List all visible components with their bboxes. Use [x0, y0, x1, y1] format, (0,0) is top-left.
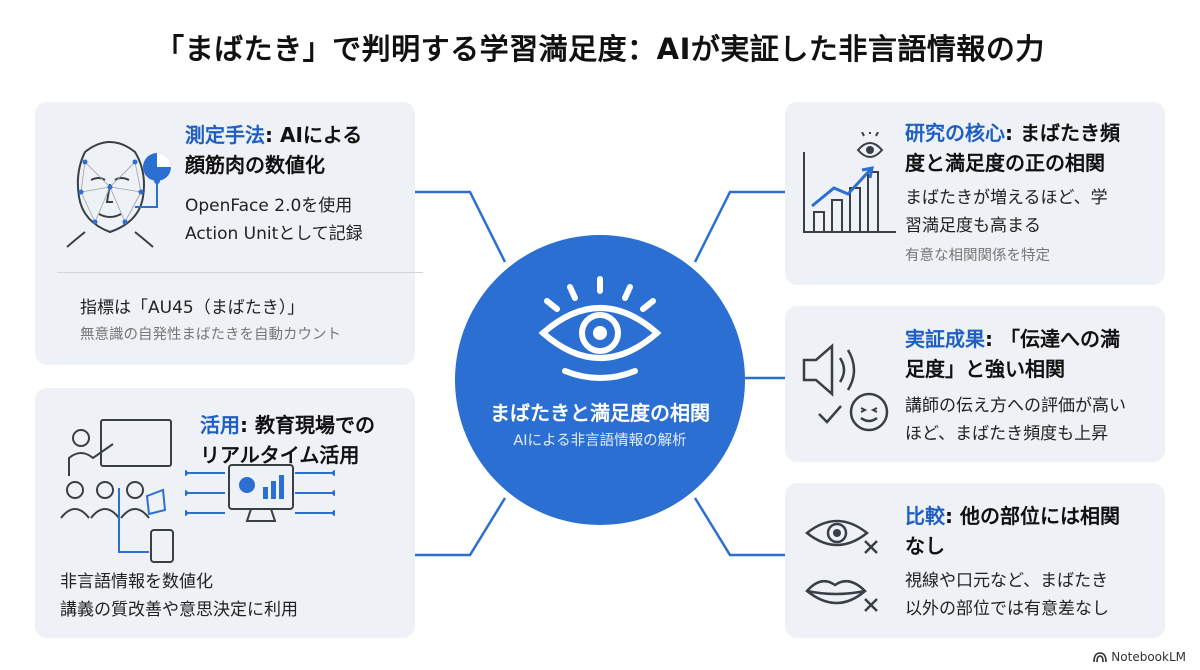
- speaker-icon: [802, 343, 856, 397]
- card-result: 実証成果: 「伝達への満 足度」と強い相関 講師の伝え方への評価が高い ほど、ま…: [785, 306, 1165, 462]
- lips-x-icon: [805, 579, 878, 612]
- card-application: 活用: 教育現場での リアルタイム活用 非言語情報を数値化 講義の質改善や意思決…: [35, 388, 415, 638]
- monitor-chart-icon: [185, 464, 335, 522]
- eye-icon: [538, 276, 662, 381]
- method-indicator-sub: 無意識の自発性まばたきを自動カウント: [80, 327, 341, 343]
- check-icon: [818, 405, 842, 424]
- eye-x-icon: [804, 519, 878, 554]
- core-body: まばたきが増えるほど、学 習満足度も高まる: [905, 188, 1108, 236]
- core-sub: 有意な相関関係を特定: [905, 248, 1050, 264]
- watermark: NotebookLM: [1093, 650, 1186, 664]
- connector-core: [693, 190, 785, 263]
- core-title: 研究の核心: まばたき頻 度と満足度の正の相関: [905, 121, 1120, 175]
- smile-icon: [849, 392, 889, 432]
- connector-application: [415, 497, 507, 557]
- face-mesh-icon: [66, 141, 154, 248]
- connector-compare: [693, 497, 785, 557]
- pie-chart-icon: [135, 153, 171, 208]
- tablet-icon: [118, 488, 174, 563]
- center-subtitle: AIによる非言語情報の解析: [513, 433, 687, 449]
- card-core: 研究の核心: まばたき頻 度と満足度の正の相関 まばたきが増えるほど、学 習満足…: [785, 102, 1165, 285]
- compare-title: 比較: 他の部位には相関 なし: [905, 504, 1120, 558]
- card-compare: 比較: 他の部位には相関 なし 視線や口元など、まばたき 以外の部位では有意差な…: [785, 483, 1165, 638]
- method-body: OpenFace 2.0を使用 Action Unitとして記録: [185, 196, 363, 244]
- application-title: 活用: 教育現場での リアルタイム活用: [200, 413, 375, 467]
- center-title: まばたきと満足度の相関: [490, 401, 710, 425]
- compare-body: 視線や口元など、まばたき 以外の部位では有意差なし: [905, 571, 1109, 619]
- application-body: 非言語情報を数値化 講義の質改善や意思決定に利用: [60, 572, 298, 620]
- notebooklm-logo-icon: [1093, 652, 1108, 663]
- connector-method: [415, 190, 507, 263]
- card-method: 測定手法: AIによる 顔筋肉の数値化 OpenFace 2.0を使用 Acti…: [35, 102, 423, 365]
- classroom-icon: [60, 419, 172, 519]
- watermark-label: NotebookLM: [1111, 650, 1186, 664]
- result-body: 講師の伝え方への評価が高い ほど、まばたき頻度も上昇: [905, 396, 1126, 444]
- growth-chart-icon: [803, 132, 896, 233]
- method-title: 測定手法: AIによる 顔筋肉の数値化: [185, 123, 363, 177]
- method-indicator: 指標は「AU45（まばたき）」: [80, 298, 305, 318]
- page-title: 「まばたき」で判明する学習満足度：AIが実証した非言語情報の力: [155, 32, 1045, 66]
- result-title: 実証成果: 「伝達への満 足度」と強い相関: [905, 327, 1120, 381]
- center-hub: まばたきと満足度の相関 AIによる非言語情報の解析: [455, 235, 745, 525]
- method-divider: [57, 272, 423, 273]
